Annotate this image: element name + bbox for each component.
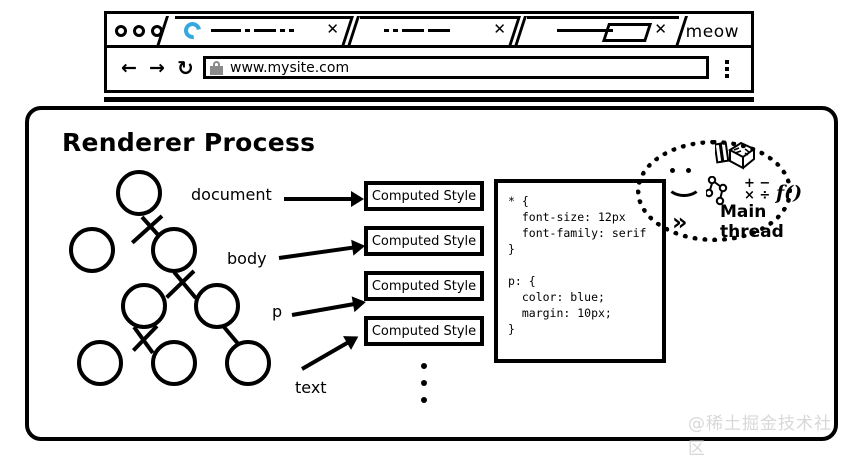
reload-icon[interactable]: ↻ xyxy=(177,56,194,80)
watermark: @稀土掘金技术社区 xyxy=(688,414,832,459)
dom-tree: document body p text xyxy=(29,110,842,445)
tab-close-icon[interactable]: ✕ xyxy=(493,20,506,38)
browser-frame xyxy=(104,11,754,93)
tab-close-icon[interactable]: ✕ xyxy=(326,20,339,38)
css-code-text: * { font-size: 12px font-family: serif }… xyxy=(508,194,647,336)
browser-tab-3[interactable]: ✕ xyxy=(508,16,688,48)
browser-window: ✕ ✕ ✕ xyxy=(104,11,754,102)
arrow-document-to-style xyxy=(284,197,361,201)
data-flow-chevrons-icon: » xyxy=(672,208,688,236)
lock-shackle xyxy=(213,60,220,68)
dot xyxy=(421,397,427,403)
tab-close-icon[interactable]: ✕ xyxy=(654,20,667,38)
math-symbols-icon: + −× ÷ xyxy=(744,176,771,203)
window-control-minimize-icon[interactable] xyxy=(133,25,145,37)
dom-node-p xyxy=(194,283,240,329)
dom-node-body xyxy=(151,227,197,273)
browser-tab-1[interactable]: ✕ xyxy=(156,16,360,48)
kebab-dot xyxy=(725,60,729,64)
tab-shape xyxy=(360,16,518,48)
dom-node-leaf-2 xyxy=(151,340,197,386)
browser-menu-icon[interactable] xyxy=(725,60,729,78)
computed-style-box-1: Computed Style xyxy=(364,181,484,211)
kebab-dot xyxy=(725,67,729,71)
browser-tab-2[interactable]: ✕ xyxy=(341,16,527,48)
node-graph-icon xyxy=(706,176,728,206)
browser-bottom-edge xyxy=(104,97,754,102)
main-thread-blob-outline xyxy=(636,140,792,242)
tab-shape xyxy=(527,16,679,48)
dom-label-p: p xyxy=(272,302,283,321)
renderer-process-panel: Renderer Process document bo xyxy=(25,106,838,459)
eye-right xyxy=(686,168,691,173)
page-title: Renderer Process xyxy=(62,128,316,157)
css-code-box: * { font-size: 12px font-family: serif }… xyxy=(494,179,666,363)
dom-label-document: document xyxy=(191,185,272,204)
dom-node-head xyxy=(69,227,115,273)
computed-style-box-2: Computed Style xyxy=(364,226,484,256)
smiley-face-icon xyxy=(664,168,708,197)
dot xyxy=(421,380,427,386)
dom-label-text: text xyxy=(295,378,327,397)
function-icon: f() xyxy=(776,182,803,204)
kebab-dot xyxy=(725,74,729,78)
books-icon xyxy=(715,141,755,170)
main-thread-label: Main thread xyxy=(720,202,784,242)
smile-arc xyxy=(666,171,702,197)
forward-arrow-icon[interactable]: → xyxy=(149,57,165,79)
new-tab-button[interactable] xyxy=(601,23,653,42)
navigation-bar: ← → ↻ www.mysite.com xyxy=(107,48,751,90)
tab-shape xyxy=(175,16,351,48)
lock-icon xyxy=(210,60,223,75)
dom-node-div xyxy=(121,283,167,329)
dom-label-body: body xyxy=(227,249,267,268)
dom-node-document xyxy=(116,170,162,216)
browser-brand-label: meow xyxy=(685,22,739,42)
dom-node-text xyxy=(225,340,271,386)
address-bar-url: www.mysite.com xyxy=(230,59,350,76)
eye-left xyxy=(670,168,675,173)
address-bar[interactable]: www.mysite.com xyxy=(203,56,709,79)
new-tab-shape xyxy=(601,23,653,42)
dot xyxy=(421,363,427,369)
tab-title-placeholder xyxy=(211,28,294,32)
computed-style-continuation-dots xyxy=(421,363,427,403)
dom-node-leaf-1 xyxy=(77,340,123,386)
back-arrow-icon[interactable]: ← xyxy=(121,57,137,79)
tab-title-placeholder xyxy=(557,28,613,32)
window-controls[interactable] xyxy=(115,25,163,37)
computed-style-box-4: Computed Style xyxy=(364,316,484,346)
tab-strip: ✕ ✕ ✕ xyxy=(107,14,751,48)
computed-style-box-3: Computed Style xyxy=(364,271,484,301)
lock-body xyxy=(210,65,223,75)
window-control-close-icon[interactable] xyxy=(115,25,127,37)
tab-title-placeholder xyxy=(384,28,450,32)
